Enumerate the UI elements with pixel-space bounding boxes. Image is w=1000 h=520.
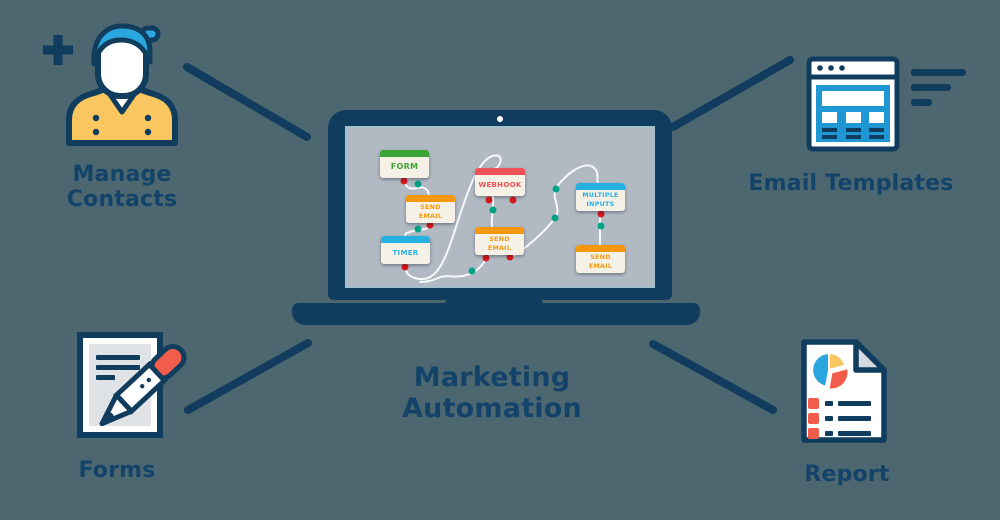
text-lines-icon bbox=[911, 69, 966, 106]
shirt-dot bbox=[144, 128, 152, 136]
laptop-screen: FORM SEND EMAIL TIMER WEBHOOK SEND EMAIL… bbox=[345, 126, 655, 288]
page-title: Marketing Automation bbox=[402, 362, 582, 424]
window-dot bbox=[839, 65, 845, 71]
template-block bbox=[846, 112, 861, 123]
forms-label: Forms bbox=[78, 458, 156, 483]
flow-curve bbox=[404, 222, 430, 237]
manage-contacts-label: Manage Contacts bbox=[66, 162, 178, 212]
flow-curve bbox=[403, 177, 430, 196]
node-header bbox=[406, 195, 455, 202]
shirt-dot bbox=[92, 128, 100, 136]
add-icon bbox=[43, 35, 73, 65]
template-text-bar bbox=[822, 128, 837, 132]
workflow-node-send-email-3: SEND EMAIL bbox=[576, 245, 625, 273]
person-hair bbox=[91, 23, 153, 67]
connection-dot-red bbox=[482, 254, 490, 262]
window-dot bbox=[828, 65, 834, 71]
node-label: SEND EMAIL bbox=[588, 254, 613, 270]
report-list bbox=[808, 398, 871, 439]
connection-dot-red bbox=[485, 196, 493, 204]
connection-dot-red bbox=[597, 210, 605, 218]
webcam-dot bbox=[497, 116, 503, 122]
template-text-bar bbox=[822, 135, 837, 139]
report-label: Report bbox=[804, 462, 890, 487]
template-header-block bbox=[822, 91, 884, 106]
connection-dot-teal bbox=[414, 225, 422, 233]
connector-line-bottom-right bbox=[649, 340, 777, 414]
workflow-node-send-email-1: SEND EMAIL bbox=[406, 195, 455, 223]
email-templates-label: Email Templates bbox=[748, 171, 954, 196]
connection-dot-red bbox=[401, 263, 409, 271]
node-header bbox=[475, 227, 524, 234]
laptop-bezel: FORM SEND EMAIL TIMER WEBHOOK SEND EMAIL… bbox=[328, 110, 672, 300]
node-header bbox=[475, 168, 525, 175]
node-header bbox=[576, 183, 625, 190]
flow-curve bbox=[419, 256, 488, 283]
pie-chart-icon bbox=[811, 351, 850, 391]
pie-chart-report-icon bbox=[801, 339, 887, 443]
workflow-connections bbox=[400, 154, 605, 283]
node-label: SEND EMAIL bbox=[487, 236, 512, 252]
form-text-line bbox=[96, 365, 140, 370]
connection-dot-teal bbox=[551, 214, 559, 222]
flow-curve bbox=[404, 154, 502, 281]
template-text-bar bbox=[846, 135, 861, 139]
connection-dot-teal bbox=[552, 185, 560, 193]
workflow-node-multiple-inputs: MULTIPLE INPUTS bbox=[576, 183, 625, 211]
connection-dot-red bbox=[509, 196, 517, 204]
workflow-node-timer: TIMER bbox=[381, 236, 430, 264]
node-label: MULTIPLE INPUTS bbox=[582, 192, 619, 208]
connection-dot-teal bbox=[597, 222, 605, 230]
connector-line-top-left bbox=[183, 63, 311, 141]
connection-dot-red bbox=[426, 221, 434, 229]
document-pen-icon bbox=[77, 332, 187, 438]
node-header bbox=[381, 236, 430, 243]
shirt-dot bbox=[92, 114, 100, 122]
template-text-bar bbox=[846, 128, 861, 132]
connection-dot-red bbox=[400, 177, 408, 185]
template-text-bar bbox=[869, 135, 884, 139]
connector-line-top-right bbox=[669, 56, 794, 131]
template-block bbox=[822, 112, 837, 123]
node-header bbox=[576, 245, 625, 252]
node-label: FORM bbox=[390, 162, 419, 172]
node-header bbox=[380, 150, 429, 157]
template-block bbox=[869, 112, 884, 123]
connection-dot-teal bbox=[489, 206, 497, 214]
connection-dot-teal bbox=[468, 267, 476, 275]
node-label: SEND EMAIL bbox=[418, 204, 443, 220]
pen-icon bbox=[99, 344, 187, 427]
form-text-line bbox=[96, 355, 140, 360]
node-label: WEBHOOK bbox=[478, 180, 522, 189]
connector-line-bottom-left bbox=[184, 339, 312, 414]
contact-person-icon bbox=[66, 23, 178, 146]
node-label: TIMER bbox=[392, 248, 419, 257]
shirt-dot bbox=[144, 114, 152, 122]
template-text-bar bbox=[869, 128, 884, 132]
workflow-node-send-email-2: SEND EMAIL bbox=[475, 227, 524, 255]
laptop-base bbox=[292, 303, 700, 325]
browser-template-icon bbox=[806, 56, 900, 152]
page-fold-corner bbox=[853, 339, 887, 373]
connection-dot-teal bbox=[414, 180, 422, 188]
connection-dot-red bbox=[506, 253, 514, 261]
workflow-node-form: FORM bbox=[380, 150, 429, 178]
workflow-node-webhook: WEBHOOK bbox=[475, 168, 525, 196]
form-text-line bbox=[96, 375, 115, 380]
window-dot bbox=[817, 65, 823, 71]
